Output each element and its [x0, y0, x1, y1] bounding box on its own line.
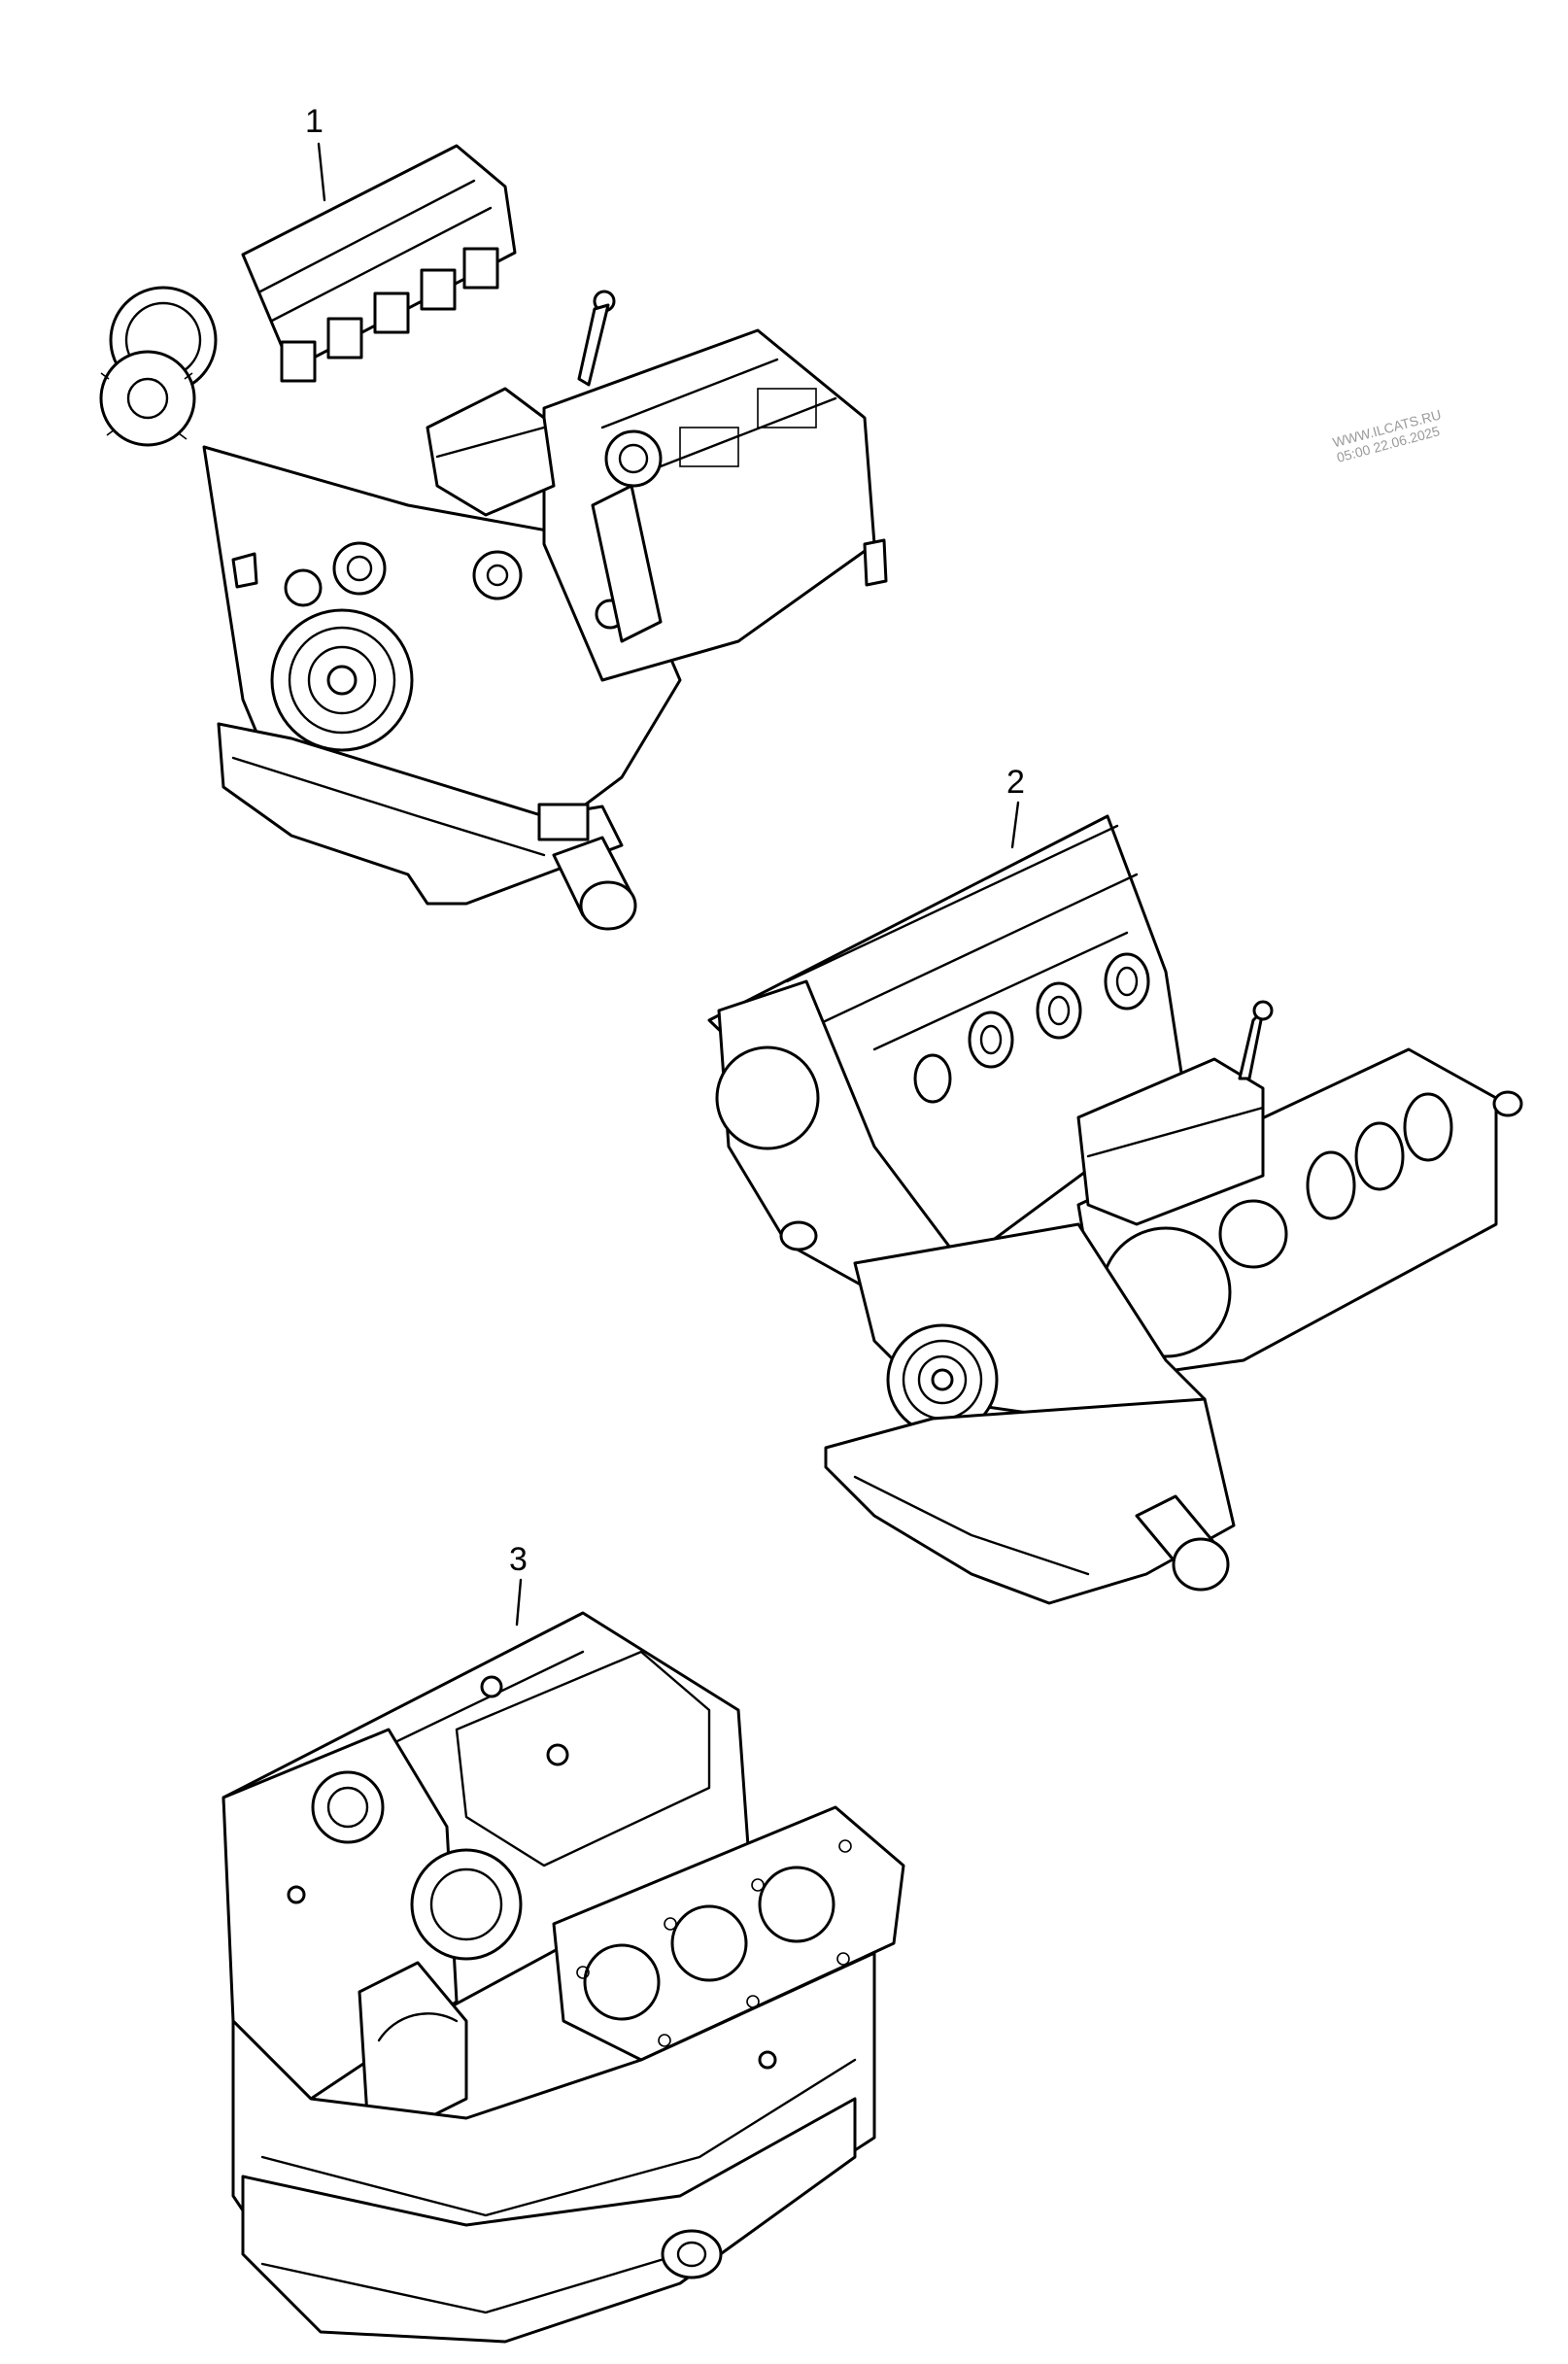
- callout-number-1[interactable]: 1: [305, 103, 324, 140]
- engine-assembly-short-icon[interactable]: [707, 814, 1523, 1605]
- callout-number-3[interactable]: 3: [509, 1541, 528, 1578]
- callout-number-2[interactable]: 2: [1006, 764, 1025, 801]
- engine-assembly-complete-icon[interactable]: [99, 144, 888, 931]
- cylinder-block-icon[interactable]: [222, 1611, 905, 2344]
- leader-line-3: [515, 1578, 523, 1627]
- leader-line-2: [1010, 801, 1020, 849]
- leader-line-1: [317, 142, 326, 202]
